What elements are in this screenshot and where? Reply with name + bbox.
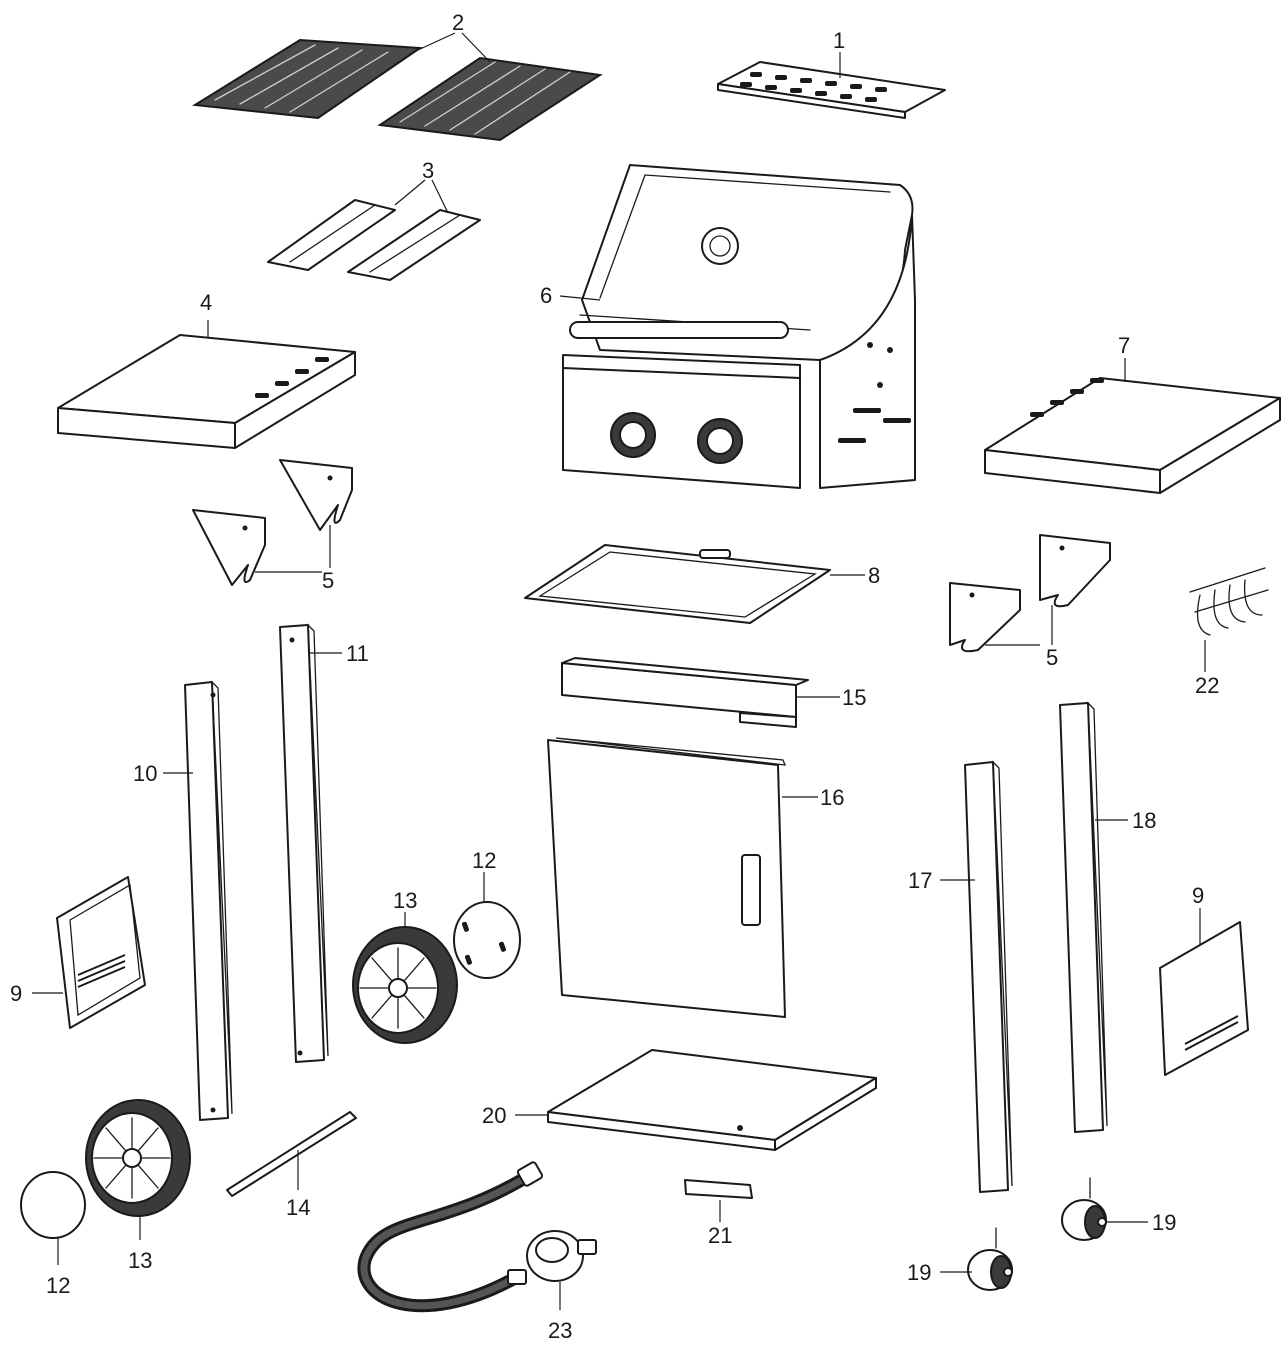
part-5-shelf-brackets-right <box>949 534 1111 653</box>
part-16-cabinet-door <box>547 737 818 1018</box>
part-15-front-panel <box>561 657 840 728</box>
part-9-side-panel-right <box>1159 908 1249 1076</box>
part-18-leg <box>1059 701 1128 1133</box>
part-19-caster-left <box>940 1227 1013 1291</box>
label-part-11: 11 <box>346 641 369 666</box>
label-part-18: 18 <box>1132 808 1156 833</box>
part-2-cooking-grates <box>191 32 603 142</box>
label-part-6: 6 <box>540 283 552 308</box>
part-20-bottom-shelf <box>515 1049 877 1151</box>
door-handle-icon <box>741 854 761 926</box>
part-12-hub-cap-upper <box>453 872 521 979</box>
part-6-grill-head <box>559 164 916 489</box>
label-part-19-right: 19 <box>1152 1210 1176 1235</box>
part-11-leg <box>279 623 342 1063</box>
part-13-wheel-lower <box>85 1099 191 1240</box>
label-part-9-left: 9 <box>10 981 22 1006</box>
part-10-leg <box>163 680 233 1121</box>
part-23-hose-regulator <box>357 1161 597 1313</box>
label-part-4: 4 <box>200 290 212 315</box>
part-13-wheel-upper <box>352 912 458 1044</box>
label-part-1: 1 <box>833 28 845 53</box>
part-21-clip <box>684 1179 753 1222</box>
part-9-side-panel-left <box>32 876 146 1029</box>
label-part-7: 7 <box>1118 333 1130 358</box>
part-5-shelf-brackets-left <box>192 459 353 586</box>
part-19-caster-right <box>1061 1177 1148 1241</box>
label-part-2: 2 <box>452 10 464 35</box>
label-part-15: 15 <box>842 685 866 710</box>
part-8-grease-tray <box>524 544 865 624</box>
thermometer-icon <box>701 227 739 265</box>
label-part-3: 3 <box>422 158 434 183</box>
label-part-5-left: 5 <box>322 568 334 593</box>
label-part-9-right: 9 <box>1192 883 1204 908</box>
part-4-left-side-shelf <box>57 320 356 449</box>
label-part-19-left: 19 <box>907 1260 931 1285</box>
label-part-13-lower: 13 <box>128 1248 152 1273</box>
label-part-17: 17 <box>908 868 932 893</box>
label-part-20: 20 <box>482 1103 506 1128</box>
label-part-21: 21 <box>708 1223 732 1248</box>
part-14-axle <box>226 1111 357 1197</box>
label-part-23: 23 <box>548 1318 572 1343</box>
part-22-tool-hooks <box>1189 567 1269 672</box>
part-17-leg <box>940 760 1013 1193</box>
part-12-hub-cap-lower <box>20 1171 86 1265</box>
label-part-12-upper: 12 <box>472 848 496 873</box>
label-part-14: 14 <box>286 1195 310 1220</box>
label-part-5-right: 5 <box>1046 645 1058 670</box>
part-3-flame-tamers <box>267 179 481 281</box>
part-1-warming-plate <box>717 52 946 119</box>
label-part-22: 22 <box>1195 673 1219 698</box>
label-part-16: 16 <box>820 785 844 810</box>
label-part-12-lower: 12 <box>46 1273 70 1298</box>
label-part-13-upper: 13 <box>393 888 417 913</box>
label-part-10: 10 <box>133 761 157 786</box>
label-part-8: 8 <box>868 563 880 588</box>
part-7-right-side-shelf <box>984 358 1281 494</box>
